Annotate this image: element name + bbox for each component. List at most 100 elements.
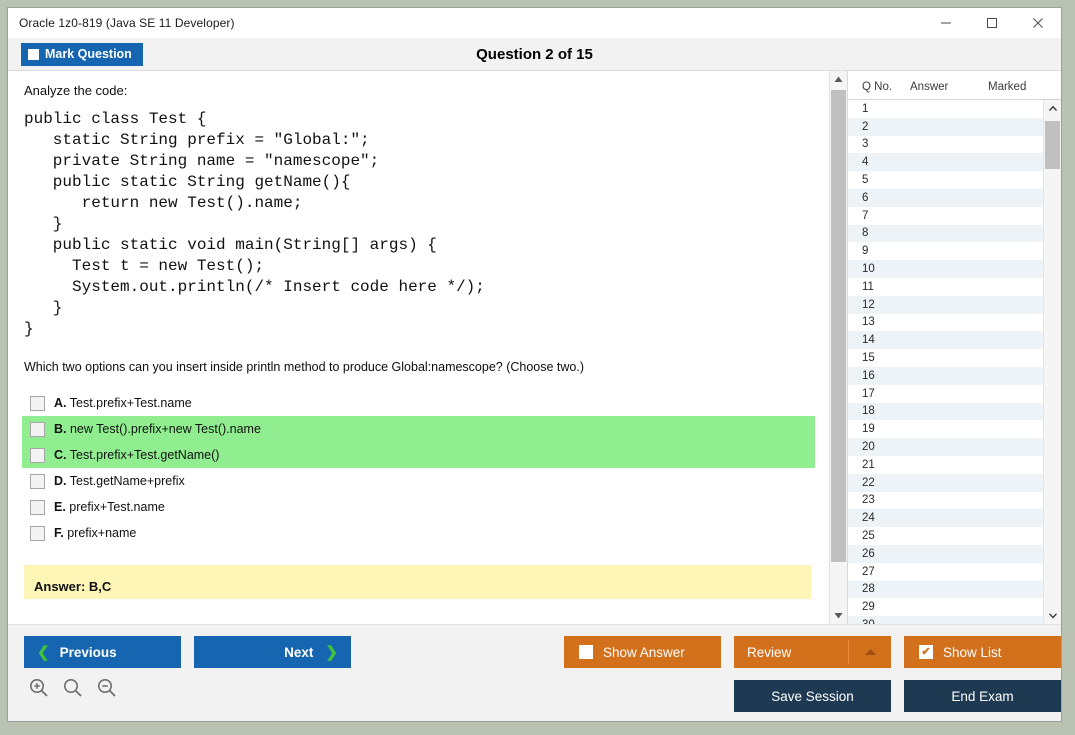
question-list-row[interactable]: 4 [848, 153, 1043, 172]
page-title: Question 2 of 15 [476, 45, 593, 63]
question-list-row[interactable]: 10 [848, 260, 1043, 278]
option-row[interactable]: F. prefix+name [22, 520, 815, 546]
option-text: Test.prefix+Test.getName() [69, 448, 220, 462]
show-list-button[interactable]: ✔ Show List [904, 636, 1061, 668]
content-scroll-track[interactable] [830, 88, 847, 607]
save-session-button[interactable]: Save Session [734, 680, 891, 712]
row-question-number: 29 [862, 601, 875, 614]
option-checkbox[interactable] [30, 447, 45, 463]
exam-window: Oracle 1z0-819 (Java SE 11 Developer) [7, 7, 1062, 722]
title-bar: Oracle 1z0-819 (Java SE 11 Developer) [8, 8, 1061, 38]
question-list-row[interactable]: 15 [848, 349, 1043, 367]
option-row[interactable]: E. prefix+Test.name [22, 494, 815, 520]
show-list-checkbox-icon: ✔ [919, 645, 933, 659]
row-question-number: 11 [862, 280, 874, 293]
question-list-row[interactable]: 11 [848, 278, 1043, 296]
question-list-row[interactable]: 26 [848, 544, 1043, 563]
show-answer-label: Show Answer [603, 644, 685, 660]
list-scroll-down-button[interactable] [1044, 607, 1061, 624]
mark-question-button[interactable]: Mark Question [21, 42, 143, 66]
list-scroll-thumb[interactable] [1045, 121, 1060, 169]
review-dropdown-button[interactable]: Review [734, 636, 891, 668]
question-list-row[interactable]: 23 [848, 492, 1043, 510]
question-list-row[interactable]: 13 [848, 314, 1043, 332]
previous-label: Previous [59, 644, 117, 660]
question-list-row[interactable]: 2 [848, 117, 1043, 136]
mark-question-label: Mark Question [45, 47, 132, 61]
option-letter: A. [54, 396, 67, 410]
question-list-row[interactable]: 17 [848, 385, 1043, 403]
show-answer-button[interactable]: Show Answer [564, 636, 721, 668]
question-list-row[interactable]: 24 [848, 509, 1043, 528]
row-question-number: 24 [862, 512, 875, 525]
option-letter: B. [54, 422, 67, 436]
question-list-scrollbar[interactable] [1043, 100, 1061, 624]
minimize-button[interactable] [923, 8, 969, 38]
column-header-qno: Q No. [862, 81, 893, 93]
question-list-row[interactable]: 6 [848, 188, 1043, 207]
save-session-label: Save Session [771, 688, 854, 704]
zoom-out-button[interactable] [96, 677, 117, 703]
row-question-number: 3 [862, 138, 869, 151]
content-scroll-down-button[interactable] [830, 607, 847, 624]
option-label: A. Test.prefix+Test.name [54, 396, 192, 410]
end-exam-button[interactable]: End Exam [904, 680, 1061, 712]
zoom-reset-button[interactable] [62, 677, 83, 703]
option-checkbox[interactable] [30, 499, 45, 515]
question-list-row[interactable]: 14 [848, 331, 1043, 350]
row-question-number: 17 [862, 387, 875, 400]
list-scroll-track[interactable] [1044, 117, 1061, 607]
question-list-row[interactable]: 16 [848, 366, 1043, 385]
option-checkbox[interactable] [30, 395, 45, 411]
question-list-row[interactable]: 5 [848, 171, 1043, 189]
option-text: Test.getName+prefix [69, 474, 185, 488]
chevron-down-icon [1048, 613, 1057, 619]
question-list-row[interactable]: 28 [848, 580, 1043, 599]
window-title: Oracle 1z0-819 (Java SE 11 Developer) [19, 16, 235, 30]
option-checkbox[interactable] [30, 473, 45, 489]
option-text: prefix+name [67, 526, 137, 540]
zoom-in-button[interactable] [28, 677, 49, 703]
option-checkbox[interactable] [30, 421, 45, 437]
close-button[interactable] [1015, 8, 1061, 38]
chevron-up-icon [864, 648, 877, 656]
question-list-row[interactable]: 27 [848, 563, 1043, 581]
zoom-reset-icon [64, 679, 82, 697]
option-letter: C. [54, 448, 67, 462]
list-scroll-up-button[interactable] [1044, 100, 1061, 117]
question-list-row[interactable]: 19 [848, 420, 1043, 438]
option-row[interactable]: B. new Test().prefix+new Test().name [22, 416, 815, 442]
content-scroll-up-button[interactable] [830, 71, 847, 88]
question-list-row[interactable]: 9 [848, 242, 1043, 260]
row-question-number: 30 [848, 619, 910, 624]
next-button[interactable]: Next ❯ [194, 636, 351, 668]
question-list-row[interactable]: 7 [848, 207, 1043, 225]
question-list-row[interactable]: 1 [848, 100, 1043, 118]
question-list-row[interactable]: 18 [848, 402, 1043, 421]
option-row[interactable]: D. Test.getName+prefix [22, 468, 815, 494]
row-question-number: 6 [862, 191, 869, 204]
question-list-row[interactable]: 12 [848, 295, 1043, 314]
option-row[interactable]: C. Test.prefix+Test.getName() [22, 442, 815, 468]
row-question-number: 14 [862, 334, 875, 347]
previous-button[interactable]: ❮ Previous [24, 636, 181, 668]
question-list-row[interactable]: 25 [848, 527, 1043, 545]
question-list-row[interactable]: 30 [848, 616, 1043, 624]
maximize-button[interactable] [969, 8, 1015, 38]
question-list-row[interactable]: 20 [848, 438, 1043, 456]
option-checkbox[interactable] [30, 525, 45, 541]
question-list-row[interactable]: 29 [848, 598, 1043, 616]
body-split: Analyze the code: public class Test { st… [8, 71, 1061, 625]
question-list-row[interactable]: 22 [848, 473, 1043, 492]
option-row[interactable]: A. Test.prefix+Test.name [22, 390, 815, 416]
content-scroll-thumb[interactable] [831, 90, 846, 562]
next-label: Next [284, 644, 314, 660]
question-list-row[interactable]: 3 [848, 136, 1043, 154]
content-scrollbar[interactable] [829, 71, 847, 624]
options-list: A. Test.prefix+Test.name B. new Test().pr… [22, 390, 815, 546]
chevron-down-icon [834, 613, 843, 619]
question-list-row[interactable]: 8 [848, 224, 1043, 243]
question-list-row[interactable]: 21 [848, 456, 1043, 474]
